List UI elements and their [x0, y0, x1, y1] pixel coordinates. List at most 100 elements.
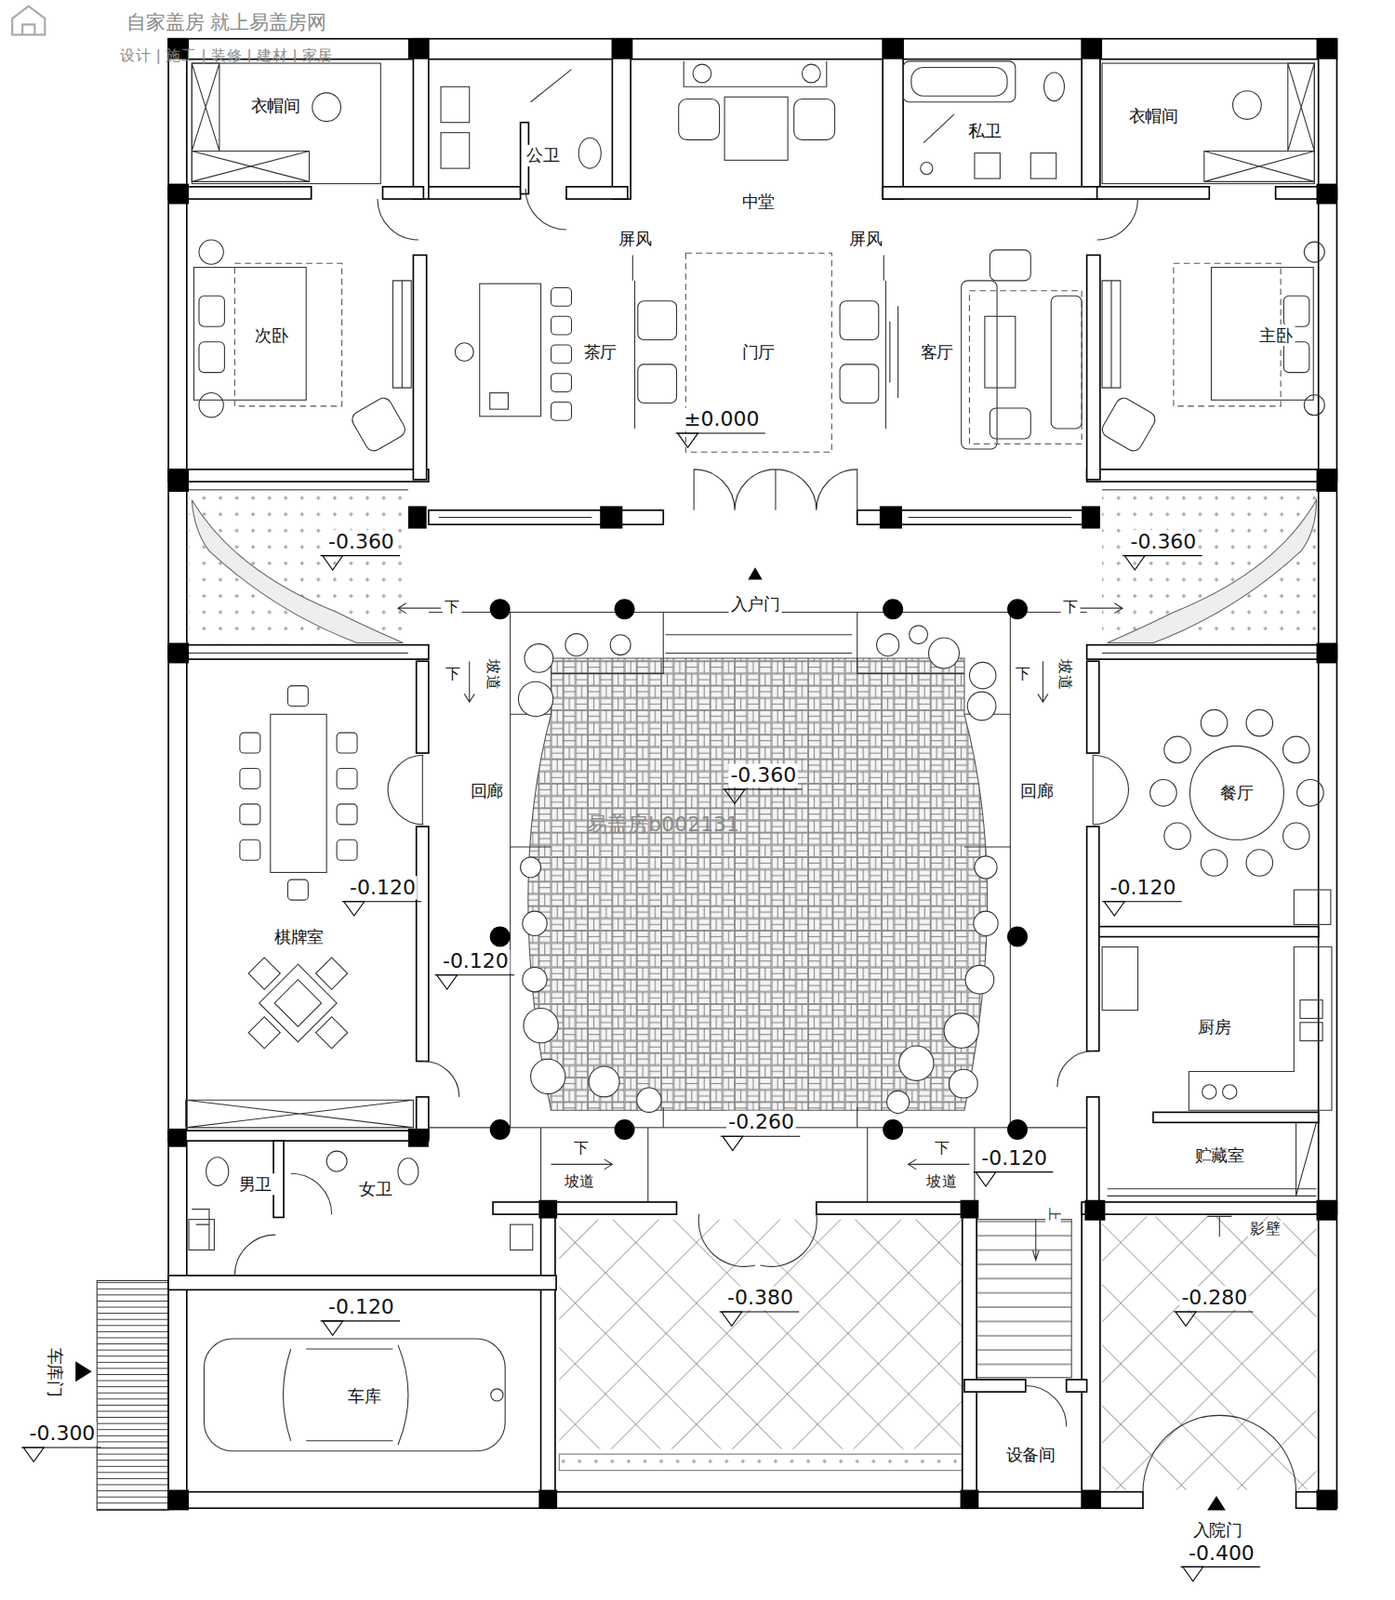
- door-swing: [1025, 1386, 1067, 1428]
- furniture: [1189, 745, 1284, 840]
- plan-note: 车库门: [44, 1346, 64, 1400]
- watermark-text: 设计 | 施工 | 装修 | 建材 | 家居: [118, 47, 335, 66]
- furniture: [510, 1224, 533, 1250]
- furniture: [974, 153, 1000, 179]
- furniture: [1102, 63, 1315, 185]
- elevation-triangle: [322, 556, 344, 571]
- wall: [168, 1130, 429, 1142]
- furniture: [969, 291, 1082, 445]
- ground-fill: [976, 1220, 1072, 1379]
- furniture: [287, 879, 308, 901]
- ground-fill: [558, 1220, 962, 1450]
- elevation-value: ±0.000: [681, 407, 762, 431]
- furniture: [199, 393, 224, 418]
- wall: [962, 1204, 977, 1509]
- elevation-triangle: [721, 1312, 743, 1327]
- column: [1007, 598, 1028, 620]
- room-name: 主卧: [1259, 325, 1292, 346]
- wall: [1097, 186, 1210, 200]
- elevation-value: -0.400: [1186, 1541, 1257, 1566]
- room-name: 茶厅: [584, 342, 617, 362]
- room-label: 衣帽间: [1125, 105, 1181, 127]
- tree-symbol: [637, 1088, 662, 1113]
- column: [611, 39, 633, 60]
- plan-note: 下: [442, 598, 463, 617]
- column: [614, 598, 636, 620]
- furniture: [1204, 63, 1316, 182]
- tree-symbol: [522, 968, 547, 993]
- room-label: 公卫: [523, 144, 563, 166]
- tree-symbol: [887, 1090, 910, 1114]
- tree-symbol: [520, 857, 542, 878]
- room-name: 女卫: [358, 1179, 392, 1199]
- column: [168, 642, 189, 664]
- room-label: 门厅: [738, 341, 778, 363]
- furniture: [248, 1017, 280, 1050]
- direction-arrow: [1079, 603, 1123, 614]
- tree-symbol: [518, 681, 553, 717]
- ground-fill: [96, 484, 1316, 1511]
- plan-note: 下: [443, 665, 464, 684]
- furniture: [186, 61, 1332, 1452]
- furniture: [186, 1100, 414, 1129]
- furniture: [259, 964, 337, 1042]
- column: [1081, 39, 1103, 60]
- furniture: [206, 1157, 229, 1187]
- furniture: [920, 162, 933, 175]
- door-swing: [234, 188, 1296, 1493]
- plan-note: 入户门: [728, 596, 782, 615]
- wall: [1081, 39, 1101, 200]
- furniture: [724, 96, 788, 160]
- wall: [168, 645, 429, 660]
- plan-note: 坡道: [484, 657, 503, 692]
- elevation-triangle: [437, 975, 458, 990]
- furniture: [683, 61, 827, 87]
- furniture: [637, 301, 678, 341]
- wall: [964, 1492, 1101, 1510]
- wall: [551, 1492, 970, 1510]
- wall: [188, 490, 1317, 825]
- furniture: [199, 295, 225, 327]
- wall: [1087, 645, 1338, 660]
- elevation-triangle: [344, 902, 365, 917]
- furniture: [349, 395, 409, 454]
- room-name: 中堂: [742, 191, 775, 212]
- wall: [611, 39, 631, 200]
- column: [168, 469, 189, 492]
- furniture: [1246, 709, 1274, 737]
- column: [408, 505, 427, 529]
- elevation-triangle: [23, 1448, 44, 1462]
- ground-fill: [191, 500, 403, 644]
- tree-symbol: [523, 1008, 558, 1043]
- courtyard-outline: [428, 612, 1088, 1203]
- furniture: [1246, 850, 1274, 877]
- furniture: [1283, 295, 1309, 327]
- plan-note: 入院门: [1191, 1521, 1245, 1541]
- courtyard-outline: [551, 612, 965, 1129]
- tree-symbol: [522, 911, 547, 936]
- furniture: [1102, 280, 1121, 388]
- ground-fill: [528, 658, 988, 1111]
- courtyard-outline: [664, 635, 852, 654]
- tree-symbol: [531, 1059, 566, 1094]
- elevation-value: -0.120: [1107, 876, 1178, 900]
- plan-note: 影壁: [1248, 1221, 1283, 1239]
- elevation-triangle: [322, 1321, 344, 1336]
- room-label: 厨房: [1195, 1016, 1235, 1038]
- wall: [1066, 1380, 1088, 1393]
- door-swing: [693, 469, 858, 511]
- furniture: [193, 267, 306, 401]
- furniture: [479, 283, 542, 417]
- room-label: 车库: [345, 1385, 385, 1408]
- furniture: [239, 768, 261, 789]
- wall: [168, 1275, 557, 1290]
- wall: [416, 661, 429, 754]
- wall: [1087, 826, 1100, 1051]
- furniture: [336, 839, 358, 861]
- wall: [412, 254, 426, 479]
- wall: [882, 39, 904, 200]
- wall: [428, 186, 521, 200]
- furniture: [989, 408, 1031, 439]
- watermark-text: 自家盖房 就上易盖房网: [124, 11, 330, 34]
